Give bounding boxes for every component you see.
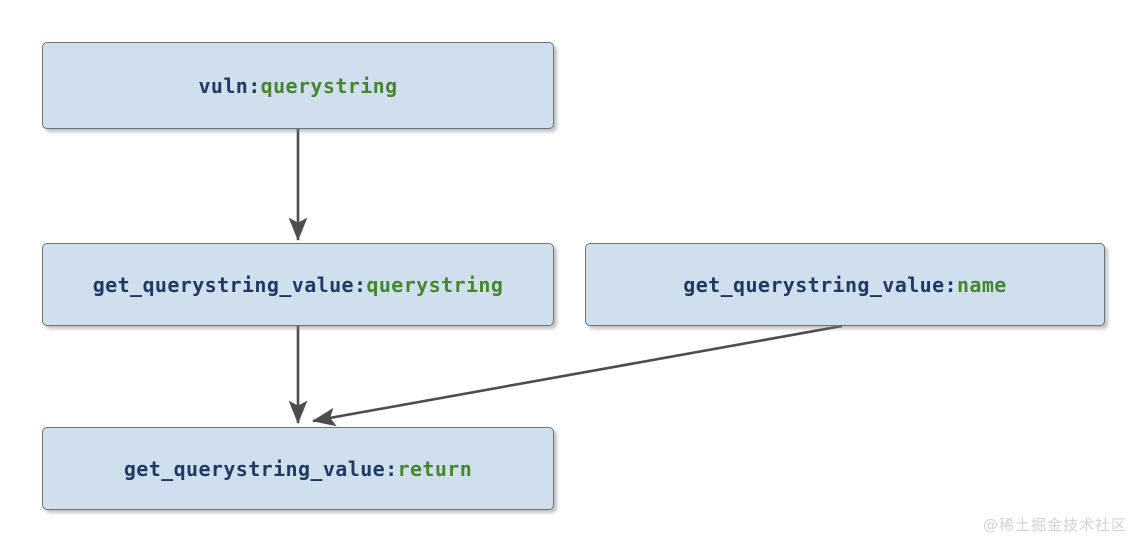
node-get-querystring-value-name[interactable]: get_querystring_value:name	[585, 243, 1105, 326]
node-label: get_querystring_value:name	[683, 275, 1006, 295]
node-param-segment: return	[397, 456, 473, 481]
node-name-segment: get_querystring_value	[683, 272, 945, 297]
node-colon-segment: :	[385, 456, 398, 481]
node-label: get_querystring_value:querystring	[93, 275, 504, 295]
node-name-segment: vuln	[198, 73, 249, 98]
node-get-querystring-value-querystring[interactable]: get_querystring_value:querystring	[42, 243, 554, 326]
node-get-querystring-value-return[interactable]: get_querystring_value:return	[42, 427, 554, 510]
node-name-segment: get_querystring_value	[123, 456, 386, 481]
node-colon-segment: :	[944, 272, 957, 297]
node-param-segment: name	[956, 272, 1007, 297]
node-vuln-querystring[interactable]: vuln:querystring	[42, 42, 554, 129]
watermark-text: @稀土掘金技术社区	[982, 516, 1127, 534]
node-param-segment: querystring	[260, 73, 398, 98]
node-name-segment: get_querystring_value	[92, 272, 354, 297]
node-label: vuln:querystring	[198, 76, 397, 96]
node-label: get_querystring_value:return	[124, 459, 472, 479]
node-colon-segment: :	[353, 272, 367, 297]
node-param-segment: querystring	[366, 272, 504, 297]
node-colon-segment: :	[248, 73, 261, 98]
edge-name-to-return	[311, 324, 843, 427]
